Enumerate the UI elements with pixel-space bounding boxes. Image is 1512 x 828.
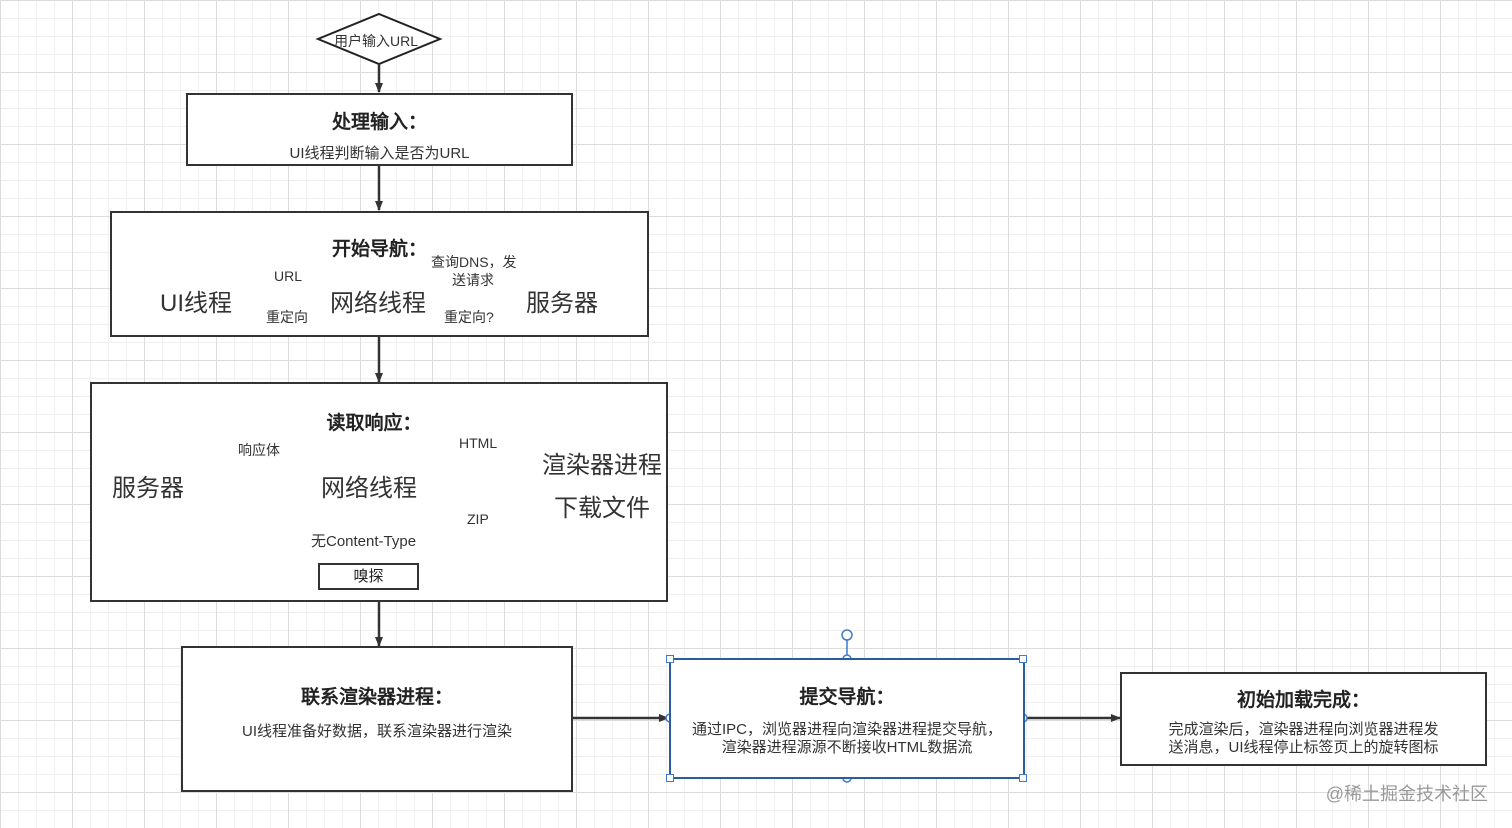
server-node-2[interactable]: 服务器 bbox=[112, 475, 184, 502]
network-thread-node-2[interactable]: 网络线程 bbox=[321, 475, 417, 502]
html-label: HTML bbox=[459, 435, 498, 451]
step-initial-load-complete[interactable]: 初始加载完成： 完成渲染后，渲染器进程向浏览器进程发 送消息，UI线程停止标签页… bbox=[1120, 672, 1487, 766]
step6-desc-line1: 完成渲染后，渲染器进程向浏览器进程发 bbox=[1168, 721, 1439, 738]
redirect-label: 重定向 bbox=[266, 309, 308, 325]
step-process-input[interactable]: 处理输入： UI线程判断输入是否为URL bbox=[186, 93, 573, 166]
start-label: 用户输入URL bbox=[334, 33, 419, 49]
step5-desc-line2: 渲染器进程源源不断接收HTML数据流 bbox=[721, 739, 973, 756]
zip-label: ZIP bbox=[467, 511, 489, 527]
server-node[interactable]: 服务器 bbox=[526, 290, 598, 317]
step6-title: 初始加载完成： bbox=[1236, 690, 1370, 711]
sniff-box[interactable]: 嗅探 bbox=[318, 563, 419, 590]
sniff-label: 嗅探 bbox=[353, 568, 384, 585]
step-contact-renderer[interactable]: 联系渲染器进程： UI线程准备好数据，联系渲染器进行渲染 bbox=[181, 646, 573, 792]
step4-title: 联系渲染器进程： bbox=[300, 687, 453, 708]
response-body-label: 响应体 bbox=[238, 442, 280, 458]
step-commit-navigation[interactable]: 提交导航： 通过IPC，浏览器进程向渲染器进程提交导航， 渲染器进程源源不断接收… bbox=[669, 658, 1025, 779]
download-node[interactable]: 下载文件 bbox=[554, 495, 650, 522]
step1-title: 处理输入： bbox=[331, 112, 427, 133]
step2-title: 开始导航： bbox=[331, 239, 427, 260]
resize-handle-tl[interactable] bbox=[666, 655, 674, 663]
redirect-q-label: 重定向? bbox=[444, 309, 494, 325]
resize-handle-bl[interactable] bbox=[666, 774, 674, 782]
dns-label-line2: 送请求 bbox=[452, 272, 494, 288]
resize-handle-br[interactable] bbox=[1019, 774, 1027, 782]
watermark: @稀土掘金技术社区 bbox=[1325, 784, 1488, 804]
rotation-handle bbox=[841, 629, 853, 641]
step5-title: 提交导航： bbox=[799, 687, 895, 708]
no-content-type-label: 无Content-Type bbox=[311, 533, 417, 550]
step5-desc-line1: 通过IPC，浏览器进程向渲染器进程提交导航， bbox=[691, 721, 1002, 738]
step3-title: 读取响应： bbox=[326, 413, 422, 434]
network-thread-node[interactable]: 网络线程 bbox=[330, 290, 426, 317]
step1-desc: UI线程判断输入是否为URL bbox=[289, 145, 470, 162]
url-label: URL bbox=[274, 268, 303, 284]
dns-label-line1: 查询DNS，发 bbox=[431, 254, 517, 270]
ui-thread-node[interactable]: UI线程 bbox=[160, 290, 232, 317]
step6-desc-line2: 送消息，UI线程停止标签页上的旋转图标 bbox=[1168, 739, 1439, 756]
step-start-navigation[interactable]: 开始导航： bbox=[110, 211, 649, 337]
step4-desc: UI线程准备好数据，联系渲染器进行渲染 bbox=[241, 723, 512, 740]
renderer-node[interactable]: 渲染器进程 bbox=[542, 452, 662, 479]
resize-handle-tr[interactable] bbox=[1019, 655, 1027, 663]
